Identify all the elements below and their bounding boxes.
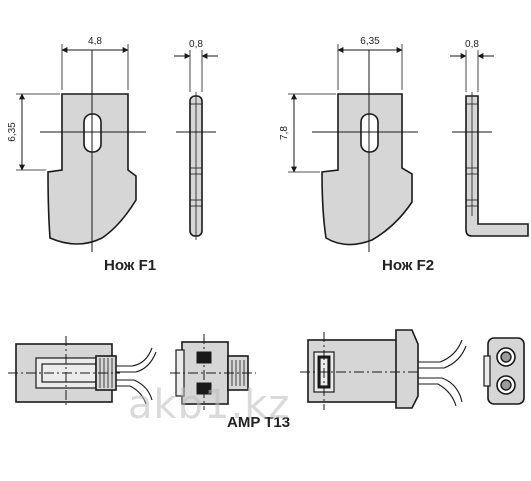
label-f2: Нож F2 (382, 257, 434, 274)
dim-f1-width: 4,8 (61, 36, 129, 90)
dim-f1-width-label: 4,8 (88, 36, 102, 47)
blade-f1-side (176, 92, 216, 240)
amp-connector-end (483, 337, 525, 405)
dim-f1-thickness: 0,8 (174, 39, 218, 92)
label-f1: Нож F1 (104, 257, 156, 274)
dim-f2-thickness-label: 0,8 (465, 39, 479, 50)
label-amp: AMP T13 (227, 414, 290, 431)
dim-f1-height: 6,35 (7, 93, 60, 171)
blade-f2-front (312, 50, 418, 252)
amp-connector-housing (300, 329, 467, 410)
dim-f1-thickness-label: 0,8 (189, 39, 203, 50)
dim-f2-height-label: 7,8 (279, 126, 290, 140)
blade-f2-side (452, 92, 529, 237)
blade-f1-front (40, 50, 146, 252)
dim-f2-width: 6,35 (337, 36, 403, 90)
dim-f1-height-label: 6,35 (7, 122, 18, 142)
dim-f2-height: 7,8 (279, 93, 336, 173)
watermark: akb1.kz (128, 382, 290, 428)
amp-connector-top (170, 334, 256, 410)
amp-connector-side (8, 336, 157, 408)
dim-f2-width-label: 6,35 (360, 36, 380, 47)
dim-f2-thickness: 0,8 (450, 39, 494, 92)
